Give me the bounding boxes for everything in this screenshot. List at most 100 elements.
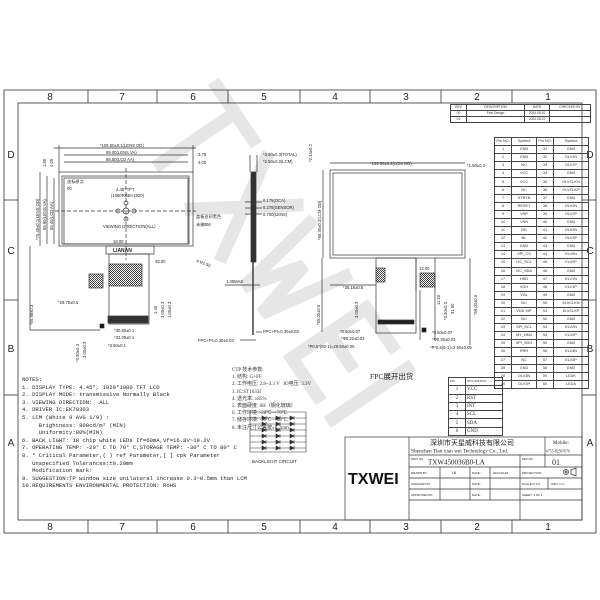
pin-symbol: GND: [553, 217, 589, 228]
fpc-pin-number: 3: [448, 401, 466, 412]
pin-symbol: LEDA: [553, 379, 589, 389]
pin-number: 54: [536, 331, 554, 341]
svg-text:*65.30±0.2(LCM OD): *65.30±0.2(LCM OD): [317, 200, 322, 240]
pin-number: 45: [536, 258, 554, 268]
pin-number: 48: [536, 282, 554, 292]
led-diode-icon: [289, 433, 295, 439]
note-item: 1. DISPLAY TYPE: 4.45", 1920*1080 TFT LC…: [22, 383, 160, 391]
svg-text:*55.98±0.3: *55.98±0.3: [29, 304, 34, 325]
pin-number: 50: [536, 298, 554, 308]
pin-symbol: OLV2P: [553, 209, 589, 219]
pin-number: 51: [536, 306, 554, 317]
led-diode-icon: [261, 433, 267, 439]
led-diode-icon: [289, 415, 295, 421]
svg-text:LN: LN: [452, 471, 457, 475]
ctp-specs-title: CTP 技术参数:: [232, 368, 264, 373]
svg-text:B: B: [587, 344, 594, 355]
pin-number: 46: [536, 266, 554, 276]
pin-number: 41: [536, 226, 554, 236]
pin-symbol: VGL: [511, 290, 537, 300]
svg-text:PROJECTION:: PROJECTION:: [522, 471, 542, 475]
svg-text:*0.50±0.07: *0.50±0.07: [340, 329, 361, 334]
pin-number: 19: [494, 290, 512, 300]
ctp-spec-item: 7. 储存环境: -30℃~+80℃.: [232, 418, 289, 424]
fpc-pin-description: SDA: [465, 418, 503, 428]
fpc-pin-number: 2: [448, 393, 466, 403]
pin-symbol: RESET: [511, 201, 537, 211]
note-item: 3. VIEWING DIRECTION: ALL: [22, 398, 110, 406]
svg-text:99.00(LENS VA): 99.00(LENS VA): [106, 150, 137, 155]
svg-text:18.00: 18.00: [113, 239, 124, 244]
svg-text:5: 5: [261, 92, 267, 103]
svg-text:REV NO.: REV NO.: [522, 457, 534, 461]
title-block: [344, 436, 583, 521]
svg-text:0.700(LENS): 0.700(LENS): [263, 212, 288, 217]
pin-number: 4: [494, 169, 512, 179]
pin-number: 37: [536, 193, 554, 203]
pin-number: 15: [494, 258, 512, 268]
pin-number: 18: [494, 282, 512, 292]
svg-text:1: 1: [545, 522, 551, 533]
led-diode-icon: [275, 445, 281, 451]
pin-symbol: SPI_SDO: [511, 339, 537, 349]
svg-text:*2.50±0.2(LCM): *2.50±0.2(LCM): [263, 159, 293, 164]
pin-symbol: OLV3N: [511, 371, 537, 381]
pin-number: 22: [494, 315, 512, 325]
led-diode-icon: [289, 427, 295, 433]
pin-symbol: VSP: [511, 209, 537, 219]
svg-text:8: 8: [47, 522, 53, 533]
pin-number: 49: [536, 290, 554, 300]
pin-symbol: HSD: [511, 274, 537, 284]
svg-text:0.175(OCA): 0.175(OCA): [263, 198, 286, 203]
svg-text:6: 6: [190, 92, 196, 103]
note-item: Modification mark:: [22, 467, 93, 475]
header-cell: Symbol: [511, 136, 537, 147]
pin-symbol: OLV2N: [553, 201, 589, 211]
svg-text:SCALE:N.T.S: SCALE:N.T.S: [522, 482, 540, 486]
pin-symbol: SPI_CS: [511, 250, 537, 260]
pin-symbol: VCC: [511, 169, 537, 179]
svg-text:DATE:: DATE:: [472, 493, 481, 497]
rev-cell: [549, 116, 591, 123]
pin-number: 14: [494, 250, 512, 260]
svg-text:8: 8: [47, 92, 53, 103]
note-item: 6. BACK LIGHT: 18 chip white LEDs If=60m…: [22, 436, 210, 444]
pin-symbol: I2C_SCL: [511, 258, 537, 268]
pin-symbol: ELV1N: [553, 274, 589, 284]
svg-text:55.40(LCD AA): 55.40(LCD AA): [49, 201, 54, 230]
fpc-pin-description: SCL: [465, 410, 503, 420]
led-diode-icon: [289, 445, 295, 451]
backlight-circuit: [249, 411, 307, 453]
pin-symbol: SPI_SCL: [511, 323, 537, 333]
svg-text:DATE:: DATE:: [472, 471, 481, 475]
pin-number: 32: [536, 153, 554, 163]
svg-text:B: B: [8, 344, 15, 355]
note-item: 9. SUGGESTION:TP window size unilateral …: [22, 474, 247, 482]
svg-text:4.45" TFT: 4.45" TFT: [116, 187, 135, 192]
pin-number: 13: [494, 242, 512, 252]
svg-text:3.00±0.3: 3.00±0.3: [82, 341, 87, 358]
svg-text:未做BM: 未做BM: [196, 221, 211, 228]
fpc-pin-number: 1: [448, 385, 466, 395]
svg-text:*103.50±0.2(LCM OD): *103.50±0.2(LCM OD): [370, 161, 412, 166]
svg-text:12.00: 12.00: [419, 266, 430, 271]
svg-text:DRAWN BY:: DRAWN BY:: [411, 471, 428, 475]
fpc-pin-number: 5: [448, 418, 466, 428]
svg-text:4-R1.50: 4-R1.50: [196, 258, 212, 268]
pin-symbol: OLV3N: [553, 226, 589, 236]
